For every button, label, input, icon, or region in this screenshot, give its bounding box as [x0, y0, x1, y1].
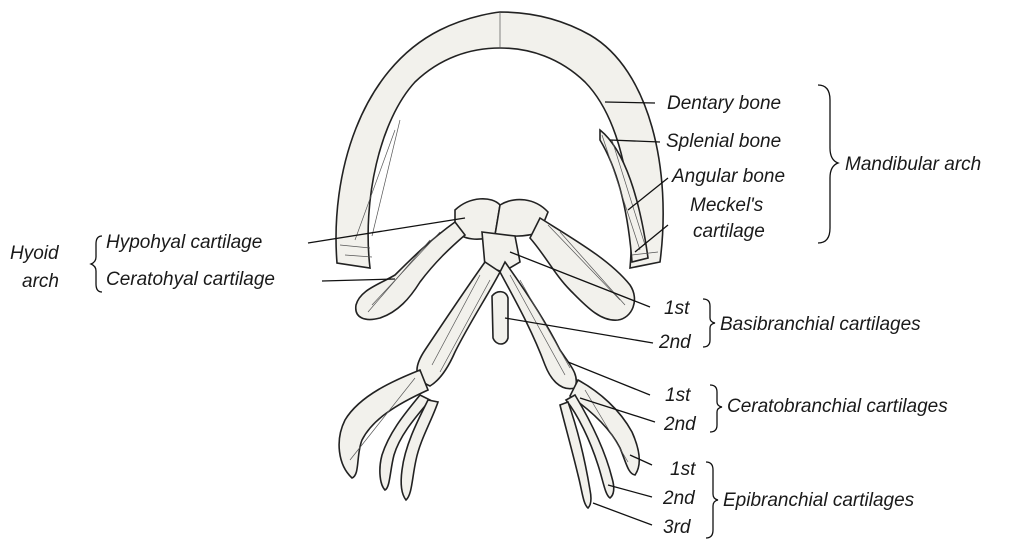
label-cerato-1st: 1st: [665, 385, 691, 406]
brace-epibranchial: [706, 462, 718, 538]
brace-hyoid: [91, 236, 102, 292]
ceratohyal-right: [530, 218, 634, 320]
label-angular-bone: Angular bone: [671, 166, 785, 187]
hyoid-apparatus: [339, 199, 639, 508]
label-splenial-bone: Splenial bone: [666, 131, 781, 152]
brace-mandibular: [818, 85, 838, 243]
label-cerato-2nd: 2nd: [663, 414, 697, 435]
label-epibranchial: Epibranchial cartilages: [723, 490, 915, 511]
label-epi-2nd: 2nd: [662, 488, 696, 509]
label-hypohyal: Hypohyal cartilage: [106, 232, 262, 253]
label-hyoid: Hyoid: [10, 243, 60, 264]
label-hyoid-arch: arch: [22, 271, 59, 292]
label-ceratobranchial: Ceratobranchial cartilages: [727, 396, 948, 417]
label-ceratohyal: Ceratohyal cartilage: [106, 269, 275, 290]
label-basi-2nd: 2nd: [658, 332, 692, 353]
label-epi-1st: 1st: [670, 459, 696, 480]
label-meckels-cartilage: cartilage: [693, 221, 765, 242]
label-epi-3rd: 3rd: [663, 517, 692, 538]
label-basibranchial: Basibranchial cartilages: [720, 314, 921, 335]
label-dentary-bone: Dentary bone: [667, 93, 781, 114]
label-mandibular-arch: Mandibular arch: [845, 154, 981, 175]
brace-basibranchial: [703, 299, 715, 347]
label-basi-1st: 1st: [664, 298, 690, 319]
brace-ceratobranchial: [710, 385, 722, 432]
label-meckels: Meckel's: [690, 195, 764, 216]
ceratobranchial-left: [417, 262, 500, 386]
